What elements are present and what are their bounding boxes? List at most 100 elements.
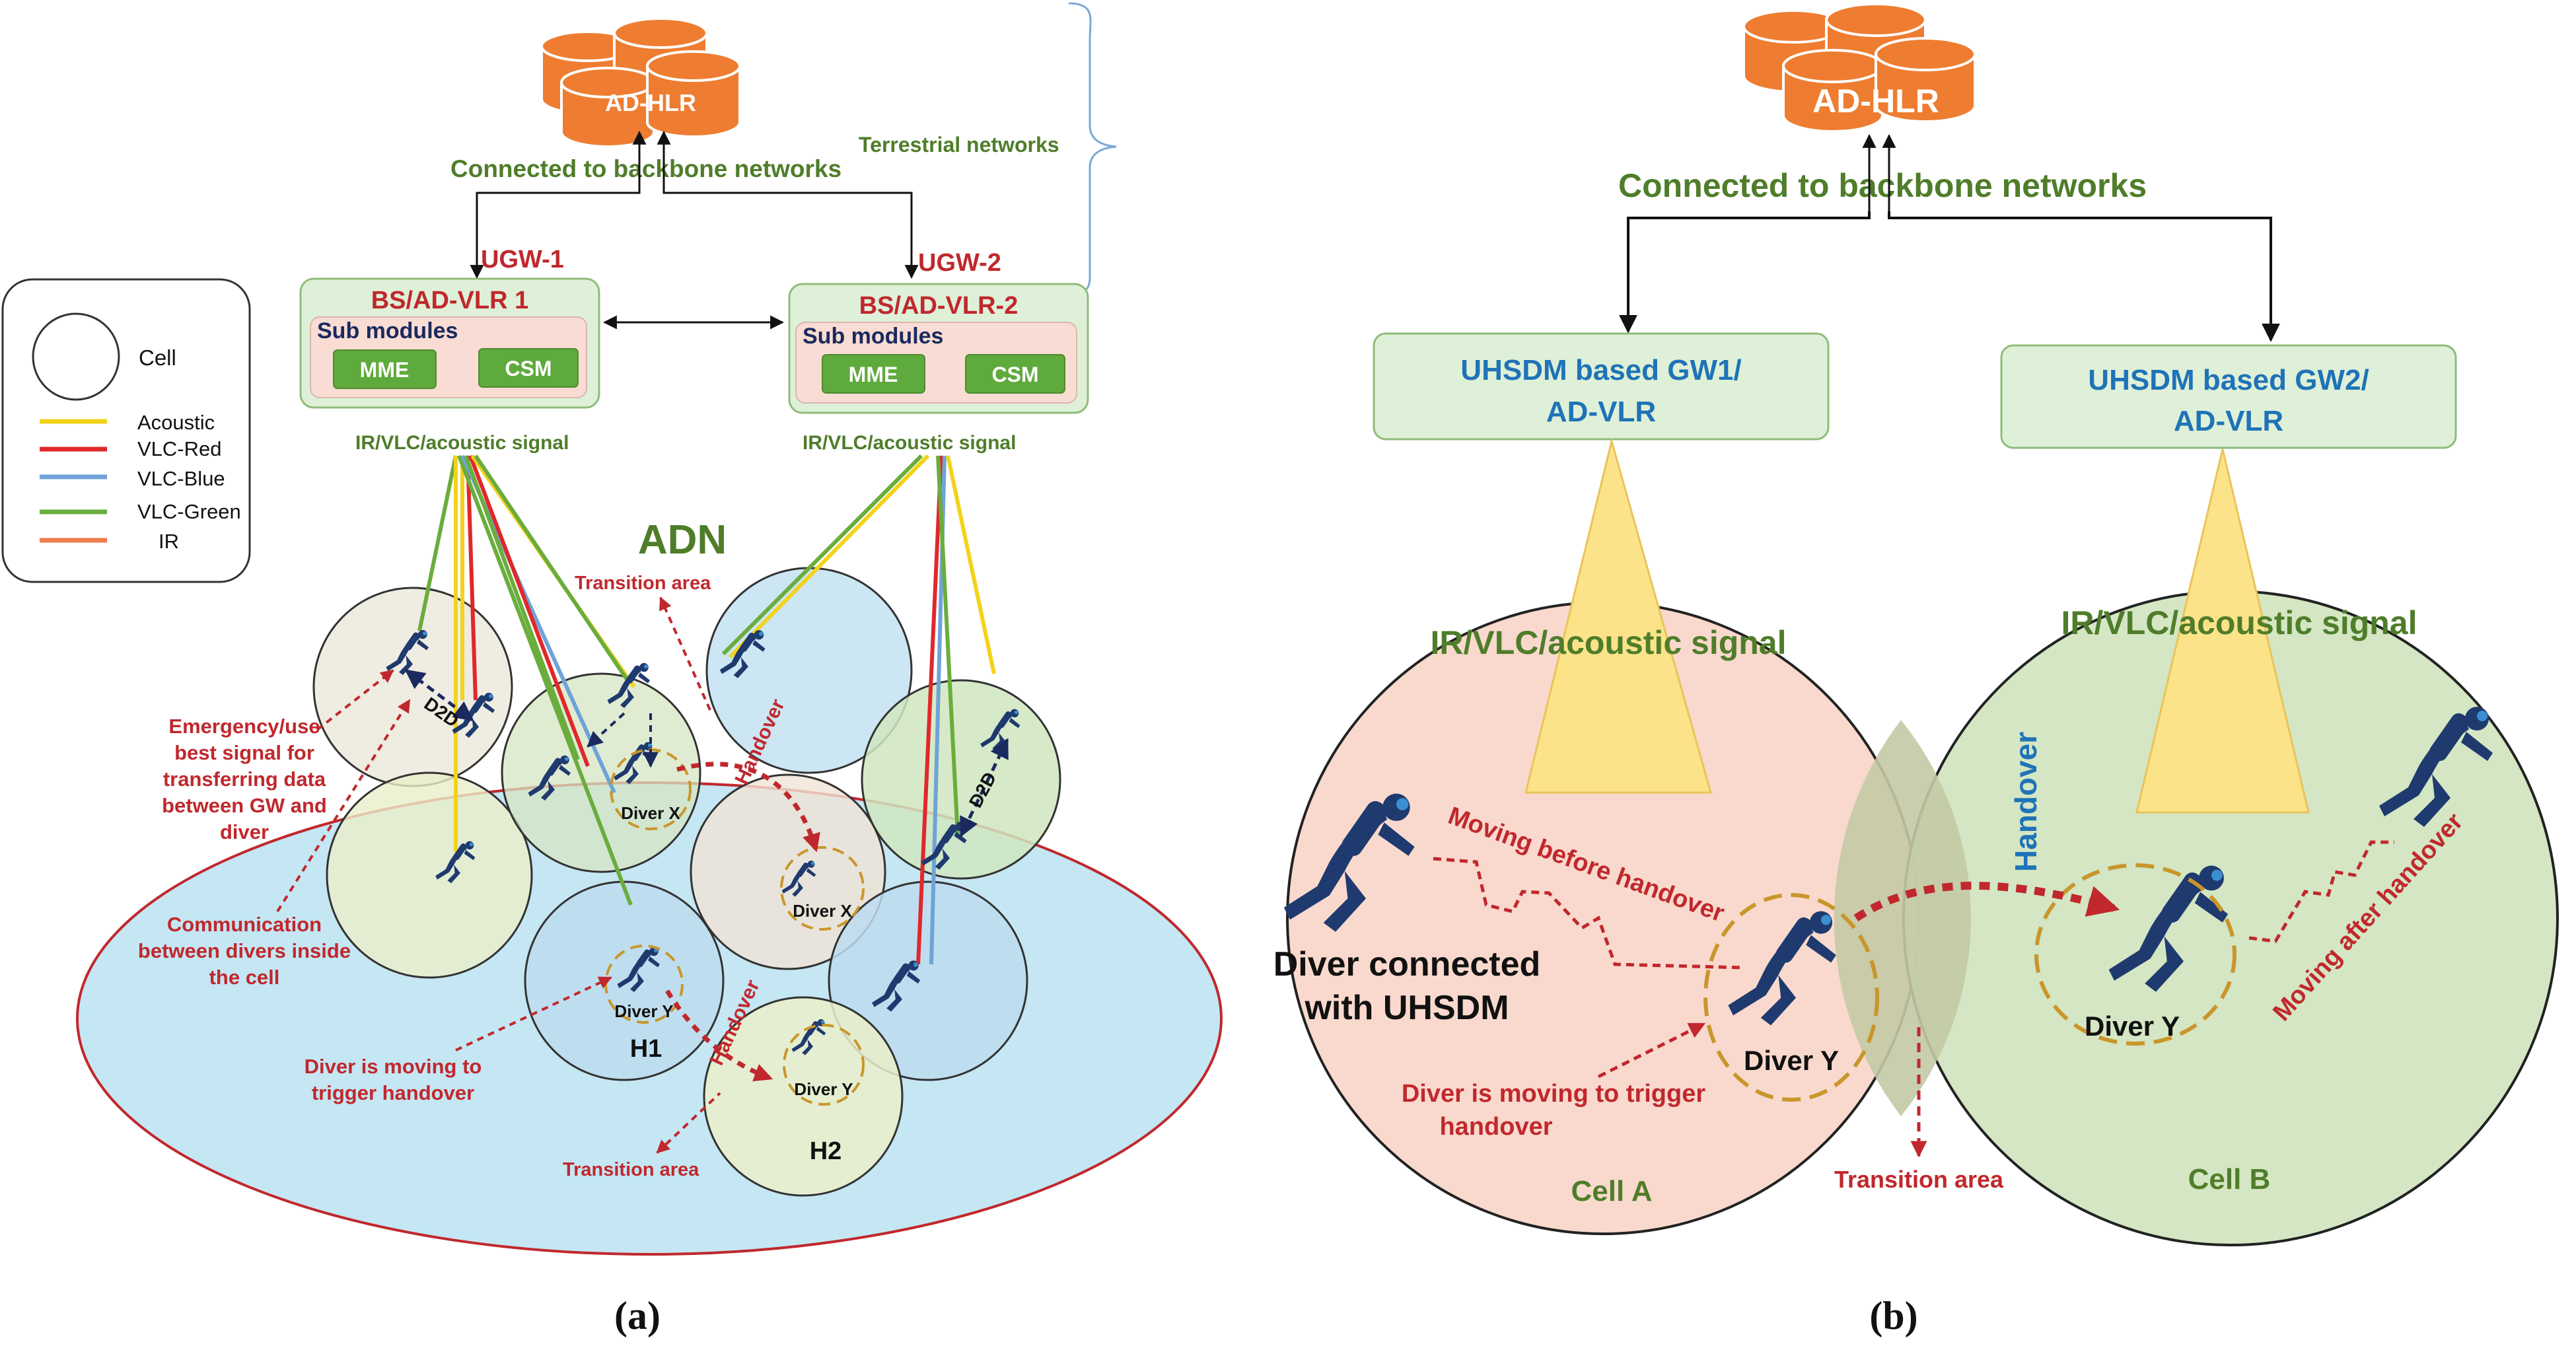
bs2-csm-box [965,354,1065,394]
bs-ad-vlr-2: BS/AD-VLR-2 Sub modules MME CSM [788,283,1089,414]
bs2-mme-box [822,354,925,394]
gw2-line2: AD-VLR [2174,405,2283,437]
handover-arrow-b [1853,881,2120,921]
communication-arrow [276,699,411,913]
bs1-mme-box [333,349,437,389]
legend-acoustic-label: Acoustic [137,411,215,434]
cell [861,679,1061,880]
cell-overlap [1834,720,1971,1116]
cell-a-label: Cell A [1571,1175,1652,1207]
signal-label-bs1: IR/VLC/acoustic signal [355,432,569,454]
diver-x-ring-2 [780,846,865,931]
moving-line: trigger handover [312,1081,474,1104]
bs2-title: BS/AD-VLR-2 [859,292,1019,320]
db-cylinder [560,67,655,148]
moving-annotation: Diver is moving to trigger handover [304,1055,482,1104]
terrestrial-bracket [1068,2,1117,295]
d2d-right-arrow [959,738,1009,838]
legend: Cell Acoustic VLC-Red VLC-Blue VLC-Green… [1,278,251,583]
db-cylinder [646,50,741,138]
link-hlr-to-gw1 [1619,211,1871,334]
beam-red [916,455,943,965]
bs1-mme-label: MME [360,358,410,382]
handover-arrow-1 [676,762,820,853]
signal-beams-bs1 [417,454,636,906]
transition-label-b: Transition area [1834,1166,2004,1193]
diver-move-arrow [587,712,626,748]
handover-label-b: Handover [2009,732,2043,872]
ad-hlr-database-b [1742,3,1976,133]
communication-annotation: Communication between divers inside the … [138,913,351,989]
terrestrial-networks-label: Terrestrial networks [859,133,1059,157]
signal-beam-a [1524,437,1712,794]
communication-line: between divers inside [138,939,351,962]
cell-b-label: Cell B [2188,1163,2271,1196]
transition-arrow-top [659,596,711,711]
emergency-line: Emergency/use [168,715,320,738]
signal-beam-b [2135,448,2310,814]
emergency-line: transferring data [163,768,326,791]
emergency-arrow [316,669,394,731]
moving-arrow [455,976,612,1052]
transition-label-bottom: Transition area [563,1159,699,1180]
moving-after-path [2248,840,2394,943]
gw1-line1: UHSDM based GW1/ [1460,354,1741,386]
bs1-csm-label: CSM [505,357,552,380]
diver-connected-line2: with UHSDM [1304,989,1509,1027]
beam-green [464,454,580,761]
caption-a: (a) [614,1294,661,1338]
cell [501,672,701,873]
moving-trigger-arrow [1597,1022,1706,1079]
backbone-label-a: Connected to backbone networks [450,155,841,182]
transition-label-top: Transition area [575,573,711,594]
beam-green [457,454,633,906]
diver-y-label-1: Diver Y [614,1001,673,1021]
ad-hlr-database-a [540,17,741,148]
bs1-title: BS/AD-VLR 1 [371,287,529,314]
cell [690,773,886,970]
diver-connected-line1: Diver connected [1273,945,1541,983]
cell [312,587,513,787]
emergency-line: diver [220,820,269,843]
caption-b: (b) [1869,1294,1917,1338]
link-hlr-to-gw2 [1888,211,2280,342]
moving-trigger-line1: Diver is moving to trigger [1402,1080,1706,1108]
legend-ir-label: IR [159,530,179,553]
emergency-annotation: Emergency/use best signal for transferri… [162,715,327,843]
beam-green [721,454,923,656]
cell [828,880,1028,1081]
legend-vlc-blue-label: VLC-Blue [137,467,225,490]
cell [326,771,533,979]
diver-y-ring-2 [783,1024,865,1106]
bs1-csm-box [478,348,579,388]
diver-y-ring-b [2034,863,2236,1046]
gw2-box [2000,344,2457,449]
transition-arrow-bottom [656,1092,721,1154]
legend-cell-label: Cell [139,345,176,370]
bs2-mme-label: MME [849,363,898,386]
ugw2-label: UGW-2 [918,249,1001,277]
bs2-submodules-label: Sub modules [803,324,943,349]
moving-trigger-line2: handover [1439,1113,1552,1141]
backbone-label-b: Connected to backbone networks [1618,167,2147,204]
gw2-line1: UHSDM based GW2/ [2088,364,2369,396]
communication-line: Communication [167,913,322,936]
emergency-line: between GW and [162,794,327,817]
diver-x-label-1: Diver X [621,803,680,823]
bs-ad-vlr-1: BS/AD-VLR 1 Sub modules MME CSM [299,277,600,409]
beam-yellow [946,455,996,674]
link-hlr-to-bs2 [662,184,919,279]
h1-label: H1 [630,1035,662,1063]
d2d-left-arrow [404,669,474,721]
gw1-line2: AD-VLR [1546,396,1656,428]
diver-y-label-2: Diver Y [794,1079,853,1099]
ad-hlr-label-b: AD-HLR [1812,83,1939,120]
panel-a: Cell Acoustic VLC-Red VLC-Blue VLC-Green… [1,2,1223,1338]
cell [703,996,904,1197]
beam-green [417,455,458,631]
beam-yellow [728,454,930,659]
legend-cell-icon [32,312,120,401]
link-hlr-to-bs1 [470,184,641,279]
gw1-box [1373,332,1830,441]
